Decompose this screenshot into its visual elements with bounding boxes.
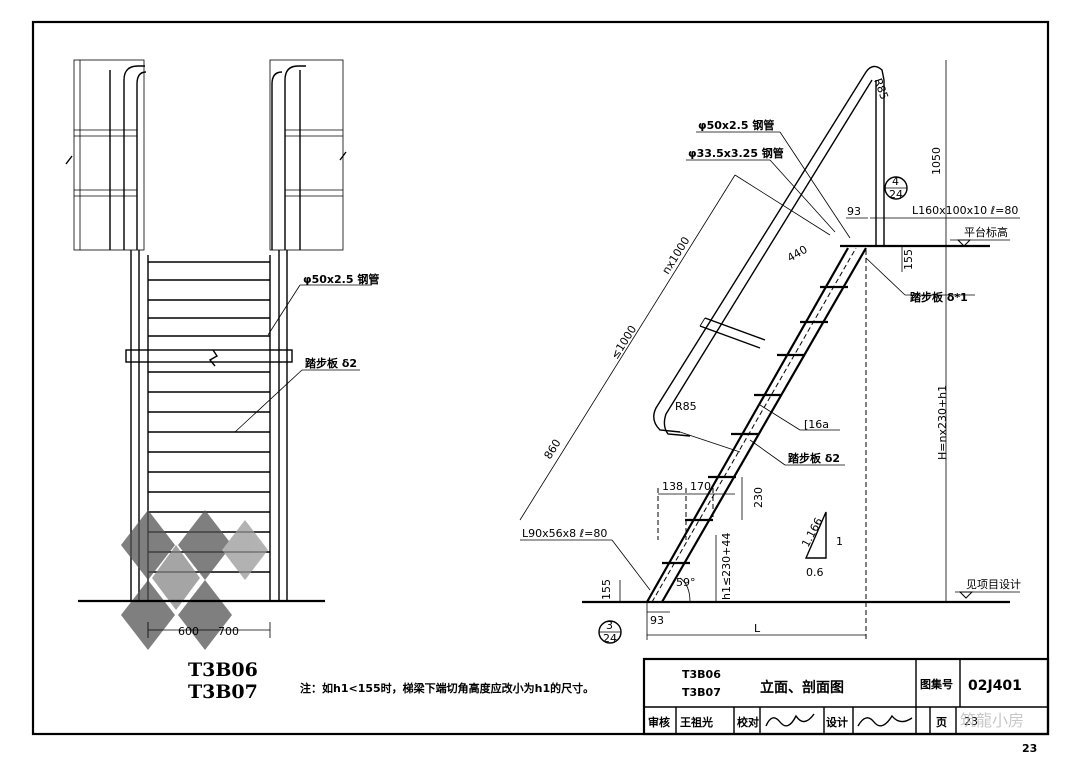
dim-860: 860: [542, 437, 564, 462]
svg-text:24: 24: [603, 632, 617, 645]
dim-155-top: 155: [902, 249, 915, 270]
svg-text:4: 4: [892, 175, 899, 188]
tb-code-1: T3B06: [682, 668, 721, 681]
slope-one: 1: [836, 535, 843, 548]
dim-155-bottom: 155: [600, 579, 613, 600]
front-tread-label: 踏步板 δ2: [305, 356, 357, 370]
slope-run: 0.6: [806, 566, 824, 579]
design-signature: [857, 714, 913, 727]
tb-check-label: 校对: [737, 715, 759, 729]
tb-page-no: 23: [964, 715, 978, 728]
front-code-1: T3B06: [188, 659, 258, 681]
platform-elev-label: 平台标高: [964, 225, 1008, 239]
tread-mid-label: 踏步板 δ2: [788, 451, 840, 465]
check-signature: [765, 713, 815, 727]
angle-bottom-label: L90x56x8 ℓ=80: [522, 527, 607, 540]
r85-mid: R85: [675, 400, 697, 413]
tb-design-label: 设计: [826, 715, 848, 729]
r85-top: R85: [871, 77, 891, 102]
tb-title: 立面、剖面图: [760, 679, 844, 696]
handrail-pipe-label: φ50x2.5 钢管: [698, 118, 774, 132]
project-note: 见项目设计: [966, 578, 1021, 591]
tb-review-name: 王祖光: [680, 715, 713, 729]
dim-L: L: [754, 622, 761, 635]
dim-230: 230: [752, 487, 765, 508]
tb-atlas-label: 图集号: [920, 677, 953, 691]
dim-700: 700: [218, 625, 239, 638]
drawing-note: 注：如h1<155时，梯梁下端切角高度应改小为h1的尺寸。: [300, 681, 594, 695]
tb-review-label: 审核: [648, 715, 670, 729]
dim-440: 440: [785, 243, 810, 265]
slope-rise: 1.166: [799, 515, 825, 549]
angle-degree: 59°: [676, 576, 696, 589]
dim-600: 600: [178, 625, 199, 638]
svg-text:24: 24: [889, 188, 903, 201]
dim-93-bottom: 93: [650, 614, 664, 627]
height-formula: H=nx230+h1: [936, 385, 949, 460]
sheet-frame: [31, 20, 1050, 736]
tb-atlas-no: 02J401: [968, 678, 1022, 694]
page-number: 23: [1022, 742, 1037, 755]
dim-138: 138: [662, 480, 683, 493]
title-block: T3B06 T3B07 立面、剖面图 图集号 02J401 审核 王祖光 校对 …: [642, 657, 1050, 736]
tb-code-2: T3B07: [682, 686, 721, 699]
angle-top-label: L160x100x10 ℓ=80: [912, 204, 1018, 217]
front-pipe-label: φ50x2.5 钢管: [303, 272, 379, 286]
watermark: 筑龍小房: [960, 711, 1024, 730]
slope-triangle: [804, 511, 827, 559]
svg-text:3: 3: [606, 619, 613, 632]
front-view: 600 700 φ50x2.5 钢管 踏步板 δ2 T3B06 T3B07: [65, 59, 379, 703]
tb-page-label: 页: [936, 716, 947, 729]
dim-1050: 1050: [930, 147, 943, 175]
tread-top-label: 踏步板 δ*1: [910, 290, 968, 304]
h1-label: h1≤230+44: [720, 533, 733, 600]
front-code-2: T3B07: [188, 681, 258, 703]
post-pipe-label: φ33.5x3.25 钢管: [688, 146, 784, 160]
channel-label: [16a: [804, 418, 829, 431]
side-view: nx1000 ≤1000 860 440 φ50x2.5 钢管 φ33.5x3.…: [519, 60, 1021, 645]
dim-le1000: ≤1000: [609, 323, 640, 361]
dim-93-top: 93: [847, 205, 861, 218]
dim-170: 170: [690, 480, 711, 493]
hatch-pattern: [121, 510, 268, 650]
